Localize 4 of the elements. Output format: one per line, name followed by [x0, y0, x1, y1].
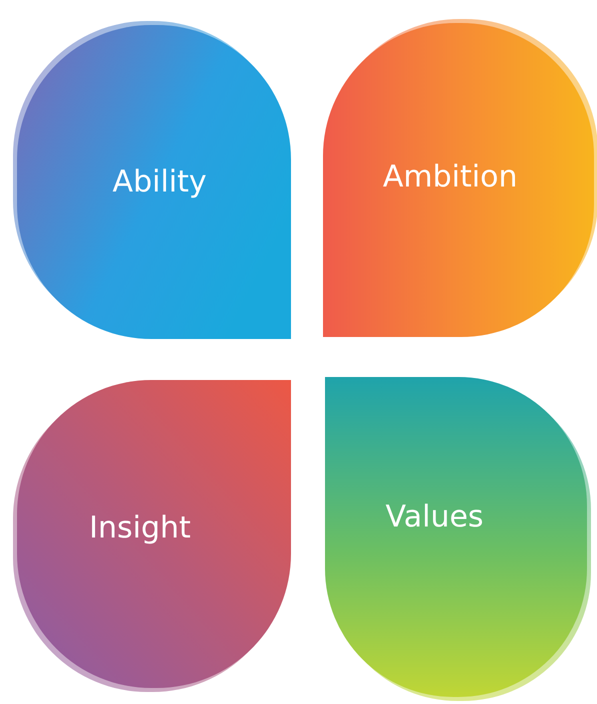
petal-label: Ability — [112, 164, 207, 200]
petal-label: Insight — [89, 510, 191, 546]
petal-label: Values — [386, 500, 484, 535]
petal-label: Ambition — [382, 159, 518, 194]
